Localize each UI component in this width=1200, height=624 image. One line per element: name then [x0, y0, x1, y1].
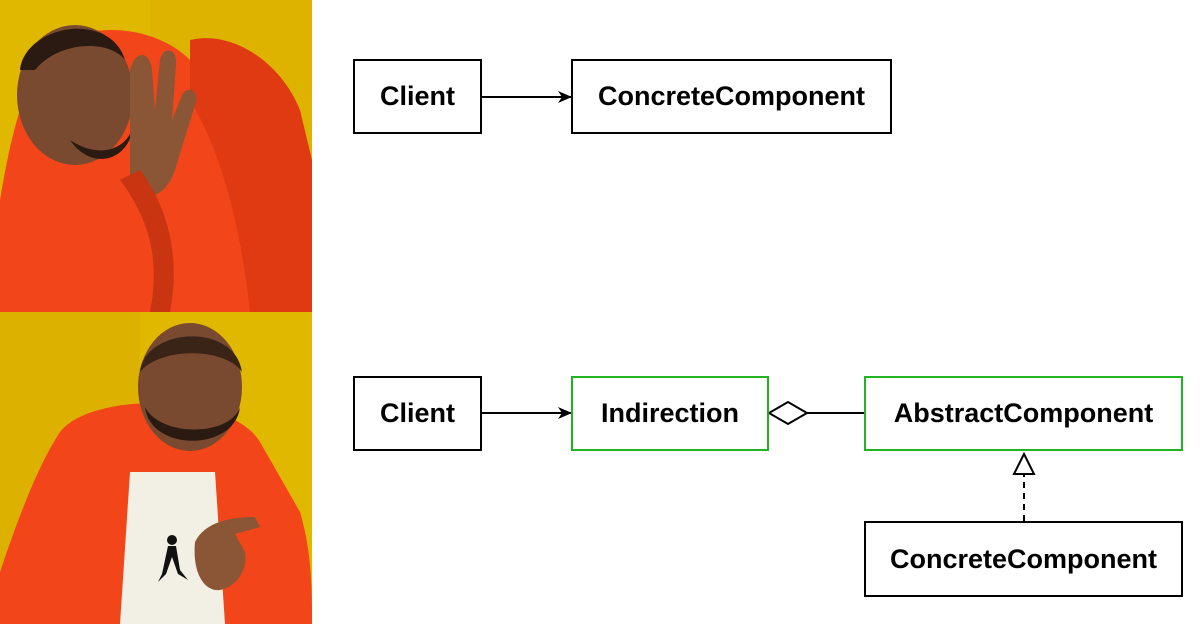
pointing-hand-icon	[194, 517, 260, 591]
meme-panel-approve	[0, 312, 312, 624]
bottom-client-label: Client	[379, 398, 455, 428]
hand-block-icon	[130, 50, 197, 197]
indirection-label: Indirection	[600, 398, 739, 428]
top-client-label: Client	[379, 81, 455, 111]
aggregation-diamond-icon	[767, 400, 809, 426]
meme-panel-reject	[0, 0, 312, 312]
top-client-box: Client	[353, 59, 482, 134]
bottom-concrete-component-label: ConcreteComponent	[889, 543, 1157, 574]
bottom-concrete-component-box: ConcreteComponent	[864, 521, 1183, 597]
indirection-box: Indirection	[571, 376, 769, 451]
bottom-client-box: Client	[353, 376, 482, 451]
top-concrete-component-box: ConcreteComponent	[571, 59, 892, 134]
approve-person-image	[0, 312, 312, 624]
realization-triangle-icon	[1012, 451, 1036, 475]
abstract-component-box: AbstractComponent	[864, 376, 1183, 451]
abstract-component-label: AbstractComponent	[893, 398, 1154, 428]
reject-person-image	[0, 0, 312, 312]
top-concrete-component-label: ConcreteComponent	[597, 81, 865, 111]
